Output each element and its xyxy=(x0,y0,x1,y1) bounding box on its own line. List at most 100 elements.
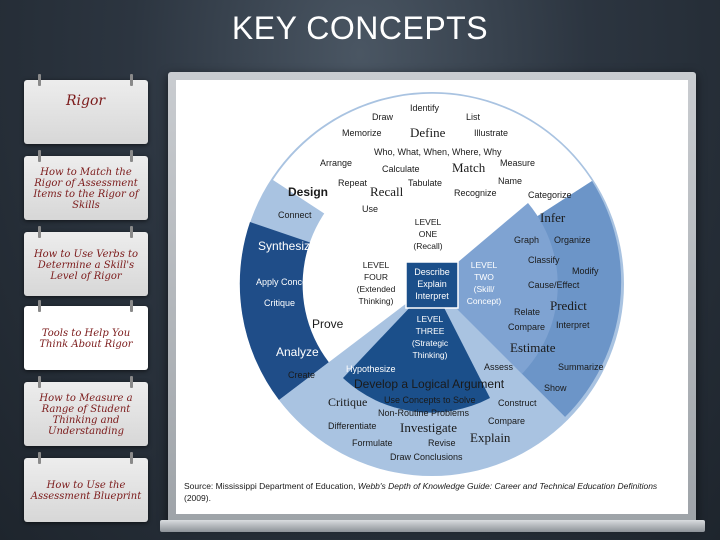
pin-icon xyxy=(38,74,41,86)
word-synthesize: Synthesize xyxy=(258,239,317,253)
level-three-label-4: Thinking) xyxy=(413,350,448,360)
word-categorize: Categorize xyxy=(528,190,572,200)
word-relate: Relate xyxy=(514,307,540,317)
source-suffix: (2009). xyxy=(184,493,211,503)
word-compare-bottom: Compare xyxy=(488,416,525,426)
word-define: Define xyxy=(410,125,446,140)
word-connect: Connect xyxy=(278,210,312,220)
nav-card-measure-range[interactable]: How to Measure a Range of Student Thinki… xyxy=(24,382,148,446)
word-organize: Organize xyxy=(554,235,591,245)
word-recall: Recall xyxy=(370,184,404,199)
pin-icon xyxy=(130,452,133,464)
word-draw: Draw xyxy=(372,112,394,122)
word-create: Create xyxy=(288,370,315,380)
word-interpret: Interpret xyxy=(556,320,590,330)
word-formulate: Formulate xyxy=(352,438,393,448)
center-explain: Explain xyxy=(417,279,447,289)
word-assess: Assess xyxy=(484,362,514,372)
nav-card-blueprint[interactable]: How to Use the Assessment Blueprint xyxy=(24,458,148,522)
nav-label: Rigor xyxy=(30,88,142,138)
pin-icon xyxy=(130,300,133,312)
word-critique-bottom: Critique xyxy=(328,395,367,409)
nav-label: How to Match the Rigor of Assessment Ite… xyxy=(30,164,142,214)
level-one-label-1: LEVEL xyxy=(415,217,442,227)
center-describe: Describe xyxy=(414,267,450,277)
word-draw-conclusions: Draw Conclusions xyxy=(390,452,463,462)
word-memorize: Memorize xyxy=(342,128,382,138)
source-prefix: Source: Mississippi Department of Educat… xyxy=(184,481,358,491)
pin-icon xyxy=(130,226,133,238)
level-four-label-3: (Extended xyxy=(357,284,396,294)
word-recognize: Recognize xyxy=(454,188,497,198)
dok-wheel-diagram: LEVEL ONE (Recall) LEVEL TWO (Skill/ Con… xyxy=(176,80,688,480)
pin-icon xyxy=(38,226,41,238)
word-infer: Infer xyxy=(540,210,566,225)
word-cause-effect: Cause/Effect xyxy=(528,280,580,290)
nav-card-use-verbs[interactable]: How to Use Verbs to Determine a Skill's … xyxy=(24,232,148,296)
level-one-label-2: ONE xyxy=(419,229,438,239)
word-compare-right: Compare xyxy=(508,322,545,332)
pin-icon xyxy=(38,452,41,464)
word-summarize: Summarize xyxy=(558,362,604,372)
word-design: Design xyxy=(288,185,328,199)
level-two-label-1: LEVEL xyxy=(471,260,498,270)
nav-card-rigor[interactable]: Rigor xyxy=(24,80,148,144)
word-classify: Classify xyxy=(528,255,560,265)
pin-icon xyxy=(38,376,41,388)
word-list: List xyxy=(466,112,481,122)
source-title: Webb's Depth of Knowledge Guide: Career … xyxy=(358,481,657,491)
pin-icon xyxy=(130,376,133,388)
word-analyze: Analyze xyxy=(276,345,319,359)
nav-card-match-rigor[interactable]: How to Match the Rigor of Assessment Ite… xyxy=(24,156,148,220)
nav-label: How to Use Verbs to Determine a Skill's … xyxy=(30,240,142,290)
word-name: Name xyxy=(498,176,522,186)
word-explain: Explain xyxy=(470,430,511,445)
word-calculate: Calculate xyxy=(382,164,420,174)
word-graph: Graph xyxy=(514,235,539,245)
nav-card-tools[interactable]: Tools to Help You Think About Rigor xyxy=(24,306,148,370)
level-two-label-3: (Skill/ xyxy=(474,284,495,294)
word-identify: Identify xyxy=(410,103,440,113)
level-two-label-2: TWO xyxy=(474,272,494,282)
nav-label: How to Measure a Range of Student Thinki… xyxy=(30,390,142,440)
level-three-label-3: (Strategic xyxy=(412,338,449,348)
pin-icon xyxy=(130,74,133,86)
word-develop-argument: Develop a Logical Argument xyxy=(354,377,505,391)
word-estimate: Estimate xyxy=(510,340,556,355)
word-construct: Construct xyxy=(498,398,537,408)
word-predict: Predict xyxy=(550,298,587,313)
word-match: Match xyxy=(452,160,486,175)
word-prove: Prove xyxy=(312,317,344,331)
level-four-label-1: LEVEL xyxy=(363,260,390,270)
word-use-concepts: Use Concepts to Solve xyxy=(384,395,476,405)
word-hypothesize: Hypothesize xyxy=(346,364,396,374)
nav-label: Tools to Help You Think About Rigor xyxy=(30,314,142,364)
whiteboard-tray xyxy=(160,520,705,532)
word-use: Use xyxy=(362,204,378,214)
word-modify: Modify xyxy=(572,266,599,276)
level-three-label-1: LEVEL xyxy=(417,314,444,324)
pin-icon xyxy=(38,150,41,162)
nav-label: How to Use the Assessment Blueprint xyxy=(30,466,142,516)
word-wh: Who, What, When, Where, Why xyxy=(374,147,502,157)
word-measure: Measure xyxy=(500,158,535,168)
nav-panel: Rigor How to Match the Rigor of Assessme… xyxy=(24,60,150,540)
word-illustrate: Illustrate xyxy=(474,128,508,138)
word-arrange: Arrange xyxy=(320,158,352,168)
word-non-routine: Non-Routine Problems xyxy=(378,408,470,418)
word-investigate: Investigate xyxy=(400,420,457,435)
level-two-label-4: Concept) xyxy=(467,296,502,306)
word-apply-concepts: Apply Concepts xyxy=(256,277,320,287)
word-tabulate: Tabulate xyxy=(408,178,442,188)
word-show: Show xyxy=(544,383,567,393)
level-one-label-3: (Recall) xyxy=(413,241,442,251)
slide-title: KEY CONCEPTS xyxy=(0,10,720,47)
word-repeat: Repeat xyxy=(338,178,368,188)
level-three-label-2: THREE xyxy=(416,326,445,336)
word-critique-left: Critique xyxy=(264,298,295,308)
level-four-label-4: Thinking) xyxy=(359,296,394,306)
source-citation: Source: Mississippi Department of Educat… xyxy=(184,480,664,504)
word-differentiate: Differentiate xyxy=(328,421,376,431)
pin-icon xyxy=(38,300,41,312)
center-interpret: Interpret xyxy=(415,291,449,301)
